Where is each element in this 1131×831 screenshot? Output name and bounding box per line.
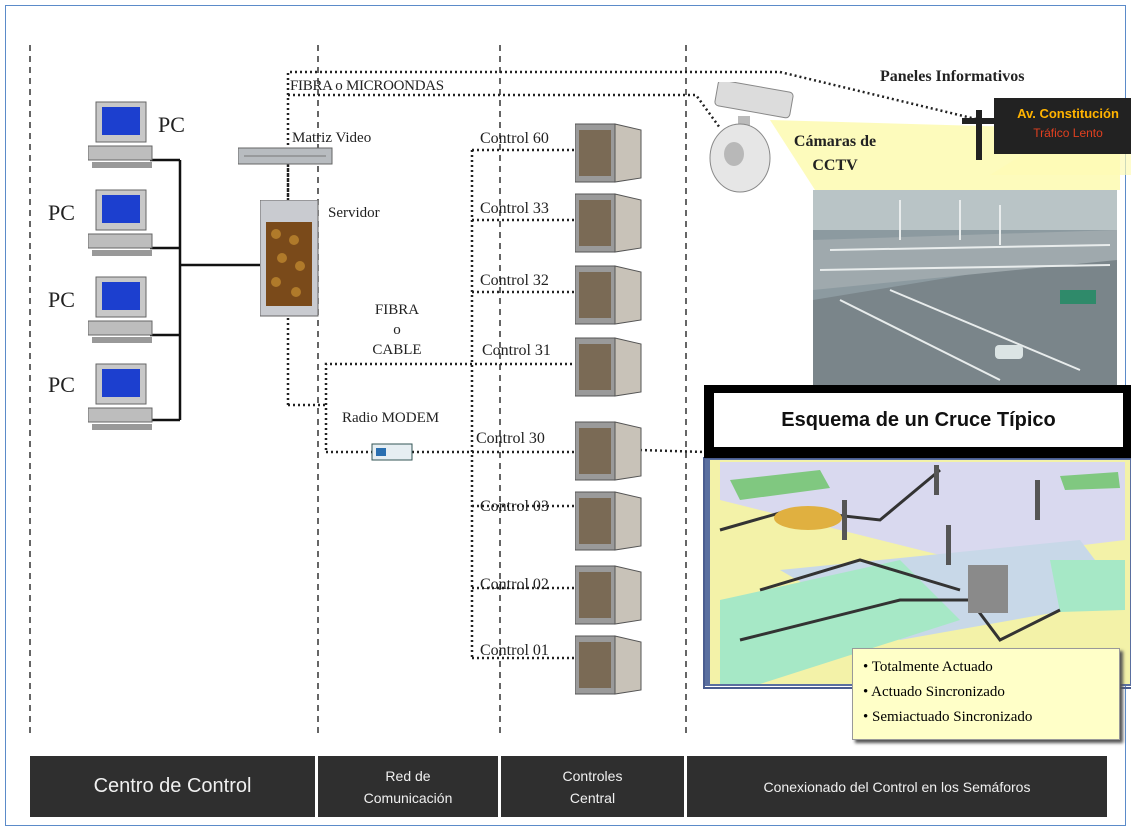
control-label: Control 60 <box>480 130 549 147</box>
mode-item: • Actuado Sincronizado <box>863 684 1005 700</box>
radio-modem-label: Radio MODEM <box>342 410 440 426</box>
control-cabinet-icon <box>575 193 642 253</box>
footer-centro-control: Centro de Control <box>30 756 315 817</box>
sign-line-2: Tráfico Lento <box>1033 126 1103 140</box>
control-label: Control 33 <box>480 200 549 217</box>
footer-red-comunicacion: Red de Comunicación <box>318 756 498 817</box>
paneles-label: Paneles Informativos <box>880 68 1025 85</box>
control-cabinet-icon <box>575 265 642 325</box>
matriz-video-label: Matriz Video <box>292 130 372 146</box>
control-label: Control 31 <box>482 342 551 359</box>
control-label: Control 01 <box>480 642 549 659</box>
control-cabinet-icon <box>575 635 642 695</box>
server-rack-icon <box>260 200 319 317</box>
mode-item: • Semiactuado Sincronizado <box>863 709 1033 725</box>
cctv-camera-icon <box>709 82 794 193</box>
computer-icon <box>88 363 153 430</box>
footer-controles-central: Controles Central <box>501 756 684 817</box>
control-cabinet-icon <box>575 491 642 551</box>
cruce-title: Esquema de un Cruce Típico <box>714 393 1123 447</box>
control-label: Control 03 <box>480 498 549 515</box>
sign-pole-icon <box>962 110 994 160</box>
mode-item: • Totalmente Actuado <box>863 659 993 675</box>
pc-label: PC <box>158 112 185 137</box>
control-cabinet-icon <box>575 337 642 397</box>
computer-icon <box>88 276 153 343</box>
footer-conexionado: Conexionado del Control en los Semáforos <box>687 756 1107 817</box>
control-label: Control 30 <box>476 430 545 447</box>
video-matrix-icon <box>238 147 333 165</box>
radio-modem-icon <box>371 443 413 461</box>
pc-bus <box>150 158 262 422</box>
cruce-title-frame: Esquema de un Cruce Típico <box>704 385 1131 458</box>
pc-label: PC <box>48 287 75 312</box>
control-cabinet-icon <box>575 123 642 183</box>
control-label: Control 02 <box>480 576 549 593</box>
pc-label: PC <box>48 372 75 397</box>
computer-icon <box>88 189 153 256</box>
servidor-label: Servidor <box>328 205 380 221</box>
fibra-cable-label: FIBRA o CABLE <box>372 302 422 358</box>
cctv-road-photo <box>813 190 1117 385</box>
camaras-label: Cámaras de CCTV <box>793 133 877 174</box>
control-cabinet-icon <box>575 421 642 481</box>
sign-line-1: Av. Constitución <box>1017 106 1119 121</box>
info-sign-panel: Av. Constitución Tráfico Lento <box>994 98 1131 154</box>
pc-label: PC <box>48 200 75 225</box>
control-cabinet-icon <box>575 565 642 625</box>
modes-box: • Totalmente Actuado • Actuado Sincroniz… <box>852 648 1120 740</box>
fibra-microondas-label: FIBRA o MICROONDAS <box>290 78 444 94</box>
computer-icon <box>88 101 153 168</box>
control-label: Control 32 <box>480 272 549 289</box>
